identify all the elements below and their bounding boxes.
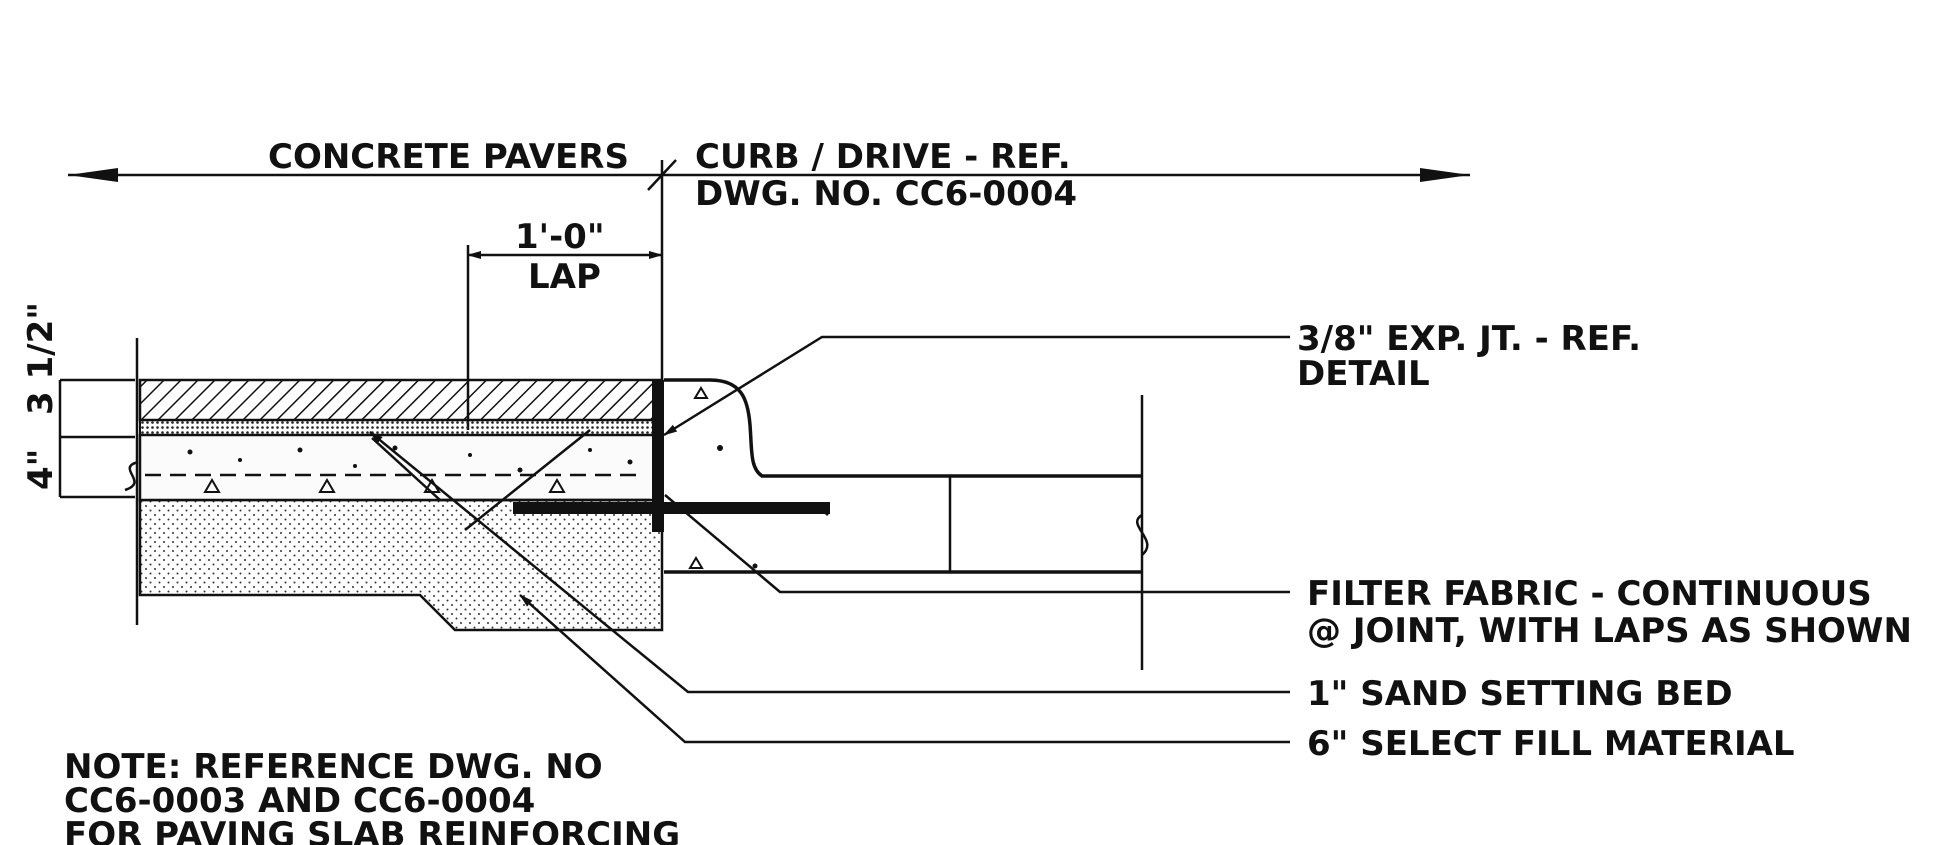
sand-bed-label: 1" SAND SETTING BED	[1307, 674, 1733, 714]
note-line-1: NOTE: REFERENCE DWG. NO	[64, 747, 603, 787]
left-thickness-dimension	[58, 378, 135, 499]
select-fill-label: 6" SELECT FILL MATERIAL	[1307, 724, 1795, 764]
curb-drive-dwg-label: DWG. NO. CC6-0004	[695, 174, 1077, 214]
note-line-2: CC6-0003 AND CC6-0004	[64, 781, 535, 821]
leader-lines	[369, 335, 1290, 744]
concrete-pavers-layer	[138, 378, 664, 422]
concrete-pavers-label: CONCRETE PAVERS	[268, 137, 629, 177]
overall-dimension-line	[68, 159, 1470, 380]
curb-drive-label: CURB / DRIVE - REF.	[695, 137, 1071, 177]
lap-dimension-value: 1'-0"	[515, 217, 605, 257]
filter-fabric-joint-label: @ JOINT, WITH LAPS AS SHOWN	[1307, 611, 1912, 651]
note-line-3: FOR PAVING SLAB REINFORCING	[64, 815, 680, 845]
dim-3-half-label: 3 1/2"	[21, 302, 61, 415]
exp-joint-detail-label: DETAIL	[1297, 354, 1430, 394]
exp-joint-label: 3/8" EXP. JT. - REF.	[1297, 319, 1641, 359]
right-break-symbol	[1135, 513, 1149, 556]
dim-4-label: 4"	[21, 449, 61, 490]
select-fill-layer	[138, 498, 664, 632]
filter-fabric-label: FILTER FABRIC - CONTINUOUS	[1307, 574, 1872, 614]
curb-aggregate-marks	[688, 386, 758, 569]
sand-setting-bed	[139, 419, 663, 436]
dowel-bar	[513, 502, 830, 514]
curb-profile	[664, 378, 1142, 478]
lap-label: LAP	[528, 257, 601, 297]
left-break-symbol	[124, 460, 139, 492]
slab-aggregate-marks	[187, 445, 633, 493]
concrete-slab	[138, 433, 664, 502]
paver-edge-restraint	[652, 380, 664, 532]
